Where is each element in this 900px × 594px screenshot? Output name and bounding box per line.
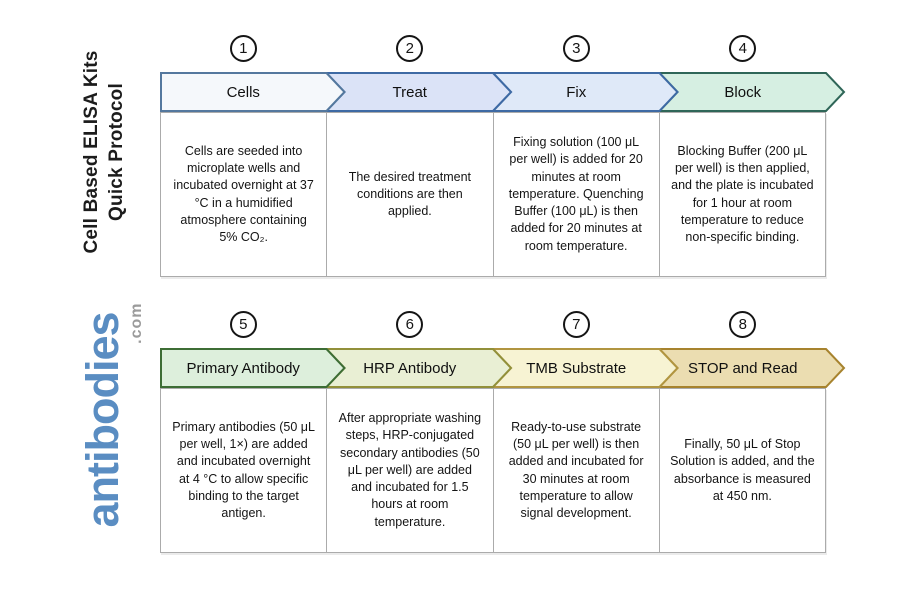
step-number-circle-1: 1 xyxy=(229,35,257,62)
poster-title: Cell Based ELISA Kits Quick Protocol xyxy=(78,37,130,267)
step-description-cell-5: Primary antibodies (50 μL per well, 1×) … xyxy=(161,389,326,552)
poster-title-line1: Cell Based ELISA Kits xyxy=(80,50,102,254)
arrow-label-step-4: Block xyxy=(724,83,762,101)
arrow-band-row-2 xyxy=(160,348,846,388)
chevron-arrow-step-1 xyxy=(160,72,346,112)
step-description-text-8: Finally, 50 μL of Stop Solution is added… xyxy=(670,437,815,503)
step-number-circle-4: 4 xyxy=(729,35,757,62)
step-description-cell-8: Finally, 50 μL of Stop Solution is added… xyxy=(658,389,825,552)
step-number-circle-8: 8 xyxy=(729,311,757,338)
step-description-cell-3: Fixing solution (100 μL per well) is add… xyxy=(492,113,659,276)
step-number-circle-7: 7 xyxy=(562,311,590,338)
antibodies-logo: antibodies .com xyxy=(65,280,145,560)
step-number-circle-2: 2 xyxy=(396,35,424,62)
description-grid-row-1: Cells are seeded into microplate wells a… xyxy=(160,112,826,277)
step-description-text-2: The desired treatment conditions are the… xyxy=(348,169,472,219)
step-description-cell-2: The desired treatment conditions are the… xyxy=(326,113,492,276)
arrow-label-step-2: Treat xyxy=(392,83,427,101)
step-description-cell-4: Blocking Buffer (200 μL per well) is the… xyxy=(658,113,825,276)
chevron-arrow-step-5 xyxy=(160,348,346,388)
step-number-circle-3: 3 xyxy=(562,35,590,62)
step-description-text-3: Fixing solution (100 μL per well) is add… xyxy=(508,135,644,253)
step-description-text-6: After appropriate washing steps, HRP-con… xyxy=(338,411,482,529)
step-description-text-7: Ready-to-use substrate (50 μL per well) … xyxy=(508,419,644,520)
description-grid-row-2: Primary antibodies (50 μL per well, 1×) … xyxy=(160,388,826,553)
step-description-cell-6: After appropriate washing steps, HRP-con… xyxy=(326,389,492,552)
logo-wordmark: antibodies xyxy=(77,312,128,528)
step-description-cell-1: Cells are seeded into microplate wells a… xyxy=(161,113,326,276)
logo-domain-suffix: .com xyxy=(128,302,145,344)
step-description-text-4: Blocking Buffer (200 μL per well) is the… xyxy=(671,143,814,244)
arrow-band-row-1 xyxy=(160,72,846,112)
step-number-circle-5: 5 xyxy=(229,311,257,338)
step-description-text-1: Cells are seeded into microplate wells a… xyxy=(173,143,314,244)
arrow-label-step-7: TMB Substrate xyxy=(526,359,627,377)
arrow-label-step-8: STOP and Read xyxy=(687,359,798,377)
poster-title-line2: Quick Protocol xyxy=(106,83,127,221)
arrow-label-step-3: Fix xyxy=(566,83,587,101)
step-description-cell-7: Ready-to-use substrate (50 μL per well) … xyxy=(492,389,659,552)
arrow-label-step-6: HRP Antibody xyxy=(363,359,457,377)
arrow-label-step-1: Cells xyxy=(226,83,260,101)
arrow-label-step-5: Primary Antibody xyxy=(186,359,300,377)
step-description-text-5: Primary antibodies (50 μL per well, 1×) … xyxy=(172,419,315,520)
step-number-circle-6: 6 xyxy=(396,311,424,338)
